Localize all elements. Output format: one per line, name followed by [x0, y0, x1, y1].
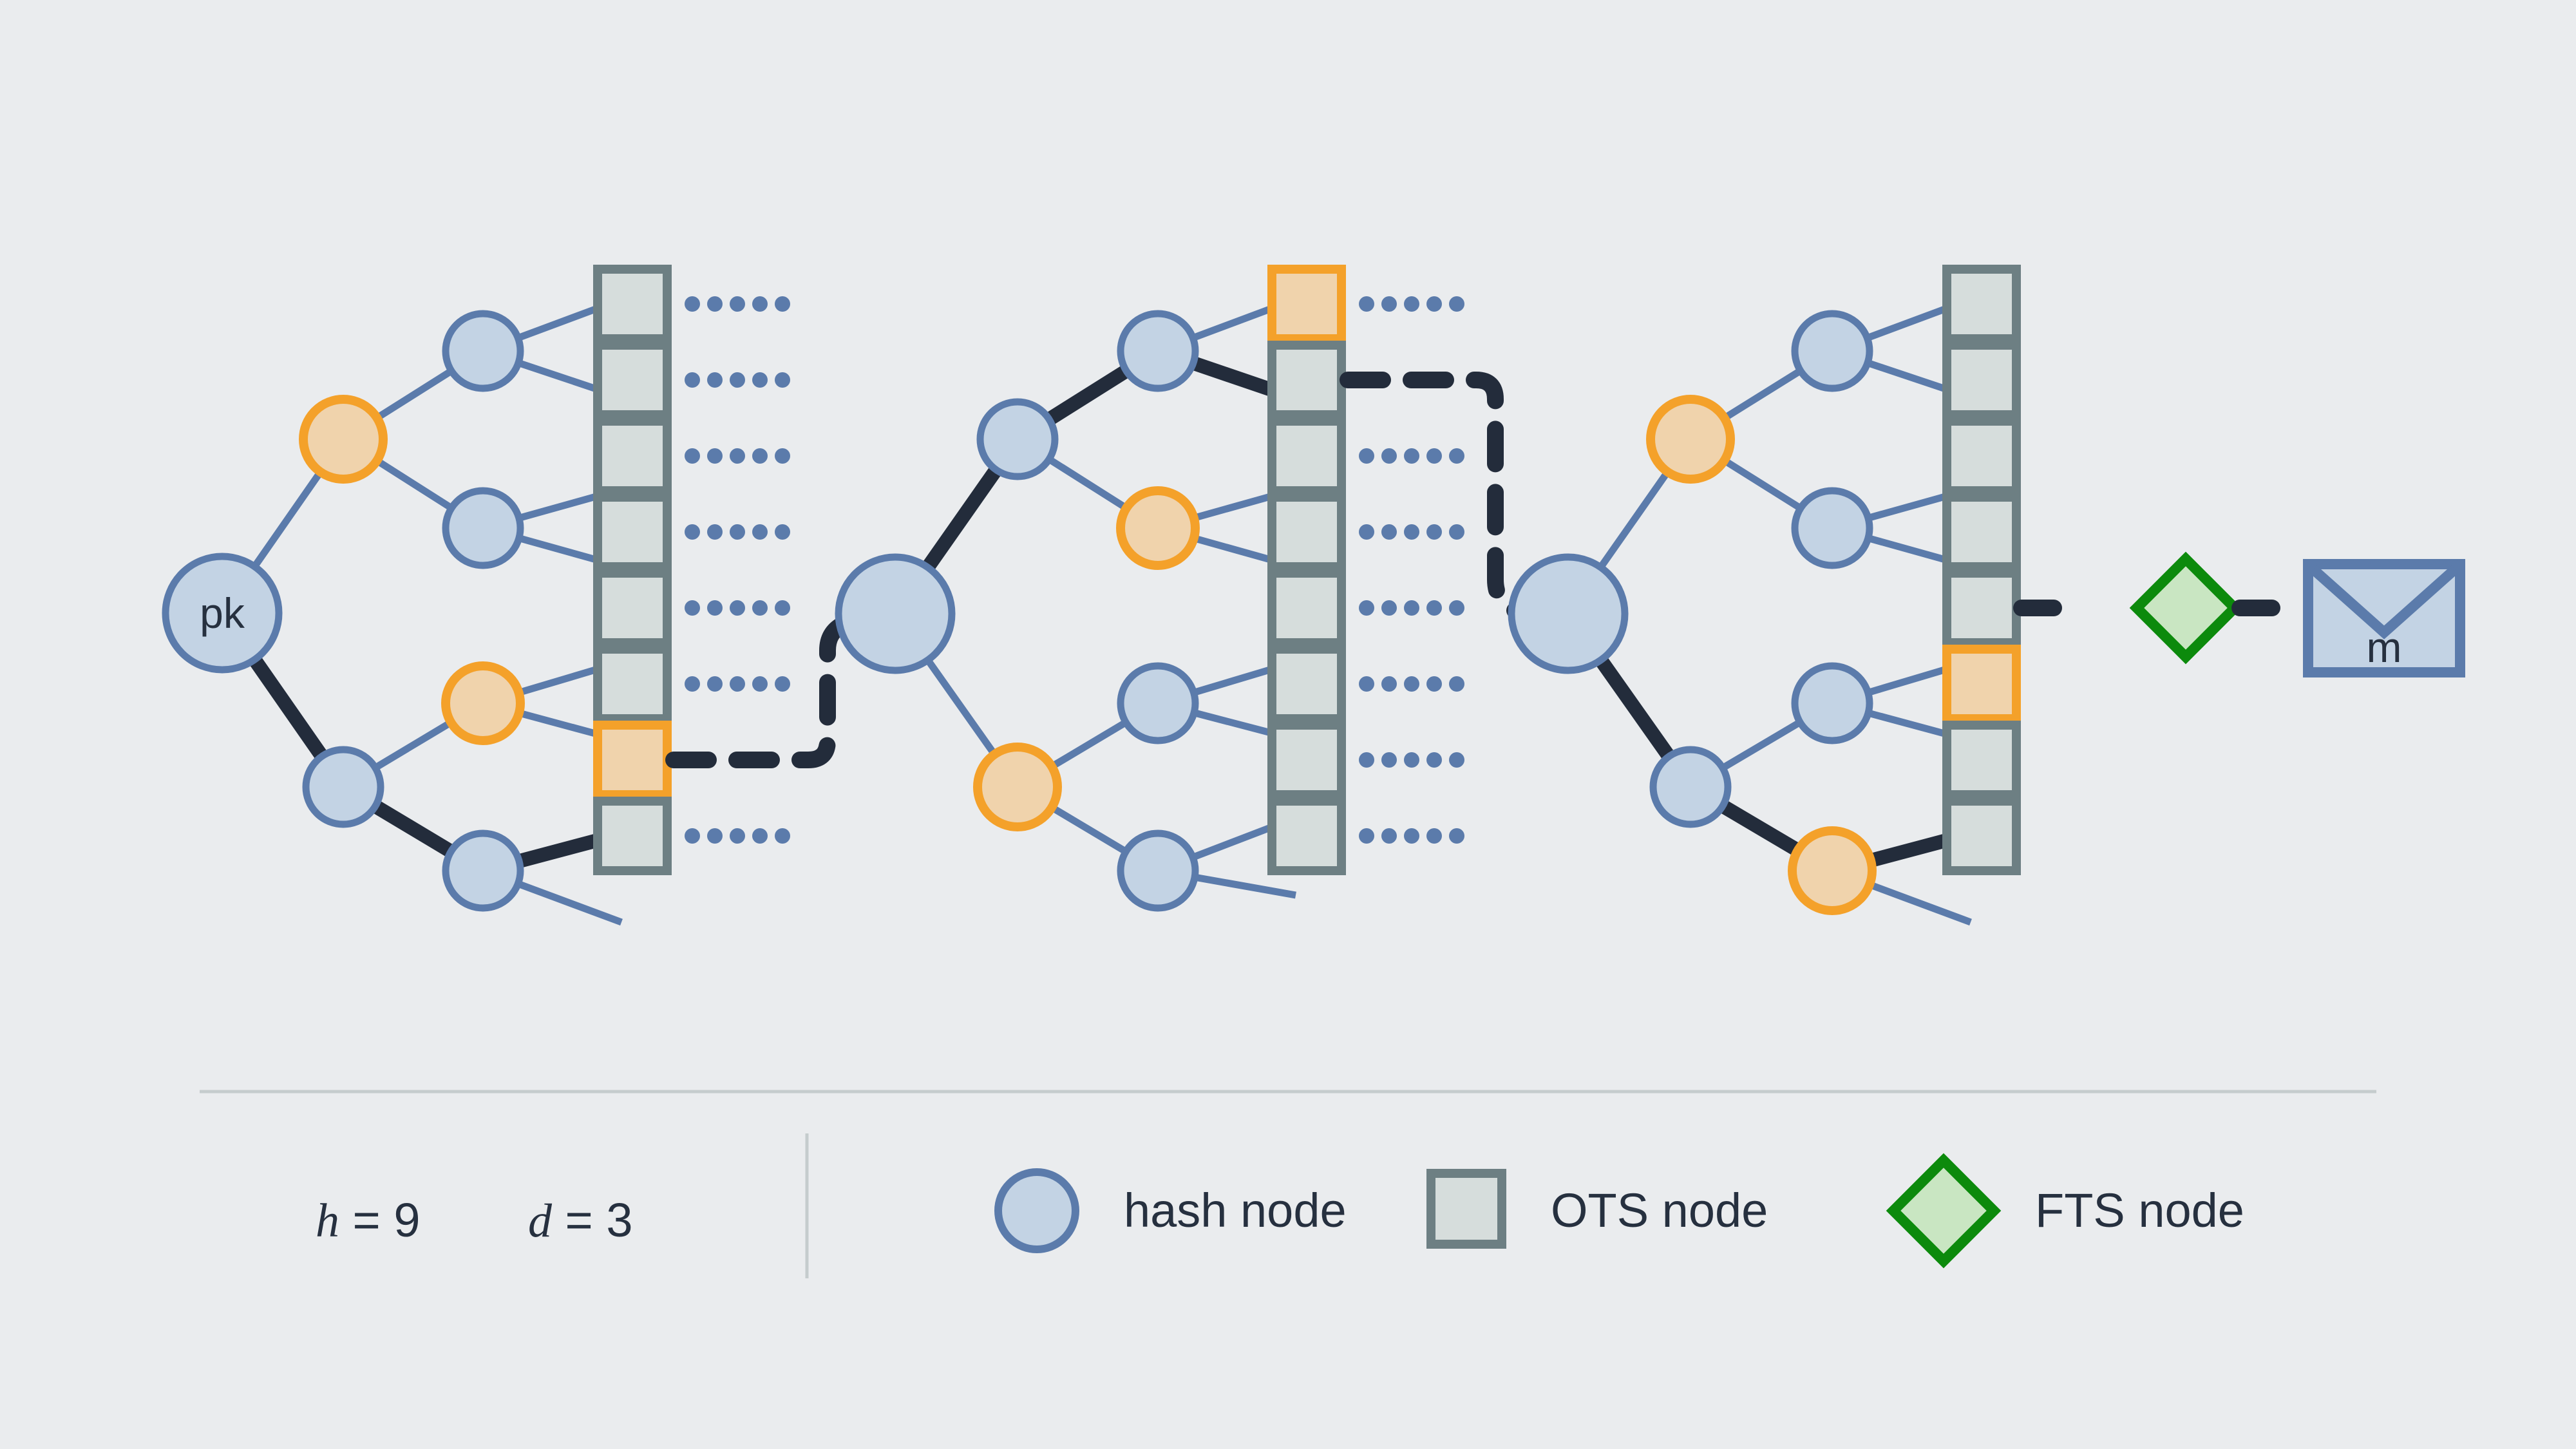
hash-node[interactable] [976, 398, 1059, 480]
ots-node[interactable] [1267, 341, 1346, 419]
hash-node[interactable] [442, 487, 524, 569]
ots-node[interactable] [1942, 493, 2021, 571]
ots-node[interactable] [593, 645, 672, 723]
tree-3-ots-column [1942, 265, 2021, 875]
ots-node[interactable] [593, 341, 672, 419]
legend-item-ots-node: OTS node [1426, 1169, 1768, 1249]
ellipsis-dots [685, 676, 790, 692]
ellipsis-dots [685, 828, 790, 844]
ots-node[interactable] [593, 493, 672, 571]
hash-node-auth[interactable] [441, 661, 525, 745]
param-h-eq: = [339, 1193, 393, 1247]
ots-node[interactable] [1942, 417, 2021, 495]
ots-node[interactable] [1942, 721, 2021, 799]
ellipsis-dots [1359, 296, 1464, 312]
legend-label-fts-node: FTS node [2035, 1184, 2244, 1237]
ots-node[interactable] [1267, 569, 1346, 647]
ots-node[interactable] [1267, 797, 1346, 875]
hash-node[interactable] [302, 746, 384, 828]
hash-node-auth[interactable] [299, 395, 388, 484]
ots-node[interactable] [1267, 645, 1346, 723]
tree-2-ellipses [1359, 296, 1464, 844]
hash-node[interactable] [1117, 310, 1199, 392]
ellipsis-dots [685, 600, 790, 616]
svg-text:d = 3: d = 3 [528, 1193, 633, 1247]
message-label: m [2367, 623, 2402, 671]
subtree-root-node[interactable] [1508, 553, 1629, 674]
legend-item-fts-node: FTS node [1886, 1153, 2244, 1269]
ots-node[interactable] [1942, 265, 2021, 343]
hash-node[interactable] [1791, 662, 1873, 744]
legend-label-ots-node: OTS node [1551, 1184, 1768, 1237]
connector-tree1-tree2 [665, 611, 865, 768]
hash-node-auth[interactable] [1646, 395, 1735, 484]
ots-node[interactable] [593, 569, 672, 647]
hash-node[interactable] [442, 829, 524, 912]
hash-node-auth[interactable] [973, 743, 1062, 831]
legend-param-d: d = 3 [528, 1193, 633, 1247]
hash-node[interactable] [442, 310, 524, 392]
subtree-root-node[interactable] [835, 553, 956, 674]
legend-label-hash-node: hash node [1124, 1184, 1347, 1237]
param-d-eq: = [552, 1193, 606, 1247]
ots-node-selected[interactable] [1267, 265, 1346, 343]
ots-node-to-fts[interactable] [1942, 569, 2021, 647]
param-d-value: 3 [606, 1193, 632, 1247]
ellipsis-dots [685, 524, 790, 540]
hash-node[interactable] [1649, 746, 1732, 828]
ellipsis-dots [685, 372, 790, 388]
message-envelope[interactable]: m [2303, 559, 2465, 677]
fts-node[interactable] [2129, 551, 2242, 665]
ellipsis-dots [685, 296, 790, 312]
ots-node[interactable] [593, 265, 672, 343]
legend-param-h: h = 9 [316, 1193, 421, 1247]
ellipsis-dots [1359, 448, 1464, 464]
ots-node[interactable] [1942, 341, 2021, 419]
hash-node[interactable] [1791, 310, 1873, 392]
hash-node-auth[interactable] [1788, 826, 1877, 915]
hash-node[interactable] [1117, 829, 1199, 912]
ots-node[interactable] [593, 417, 672, 495]
ots-node[interactable] [1267, 417, 1346, 495]
tree-1: pk [162, 265, 790, 926]
circle-icon [994, 1168, 1079, 1253]
tree-3 [1508, 265, 2021, 926]
diamond-icon [1886, 1153, 2002, 1269]
tree-2-ots-column [1267, 265, 1346, 875]
ellipsis-dots [1359, 676, 1464, 692]
connector-tree2-tree3 [1340, 372, 1536, 625]
ots-node[interactable] [1942, 797, 2021, 875]
ellipsis-dots [1359, 828, 1464, 844]
ots-node[interactable] [1267, 721, 1346, 799]
ellipsis-dots [1359, 752, 1464, 768]
param-h-value: 9 [393, 1193, 420, 1247]
param-d-symbol: d [528, 1195, 553, 1247]
public-key-node[interactable] [162, 553, 283, 674]
tree-1-ots-column [593, 265, 672, 875]
tree-1-ellipses [685, 296, 790, 844]
hash-node[interactable] [1117, 662, 1199, 744]
ots-node-selected[interactable] [593, 721, 672, 799]
square-icon [1426, 1169, 1506, 1249]
ellipsis-dots [1359, 600, 1464, 616]
ellipsis-dots [685, 448, 790, 464]
tree-2 [835, 265, 1464, 912]
hash-node-auth[interactable] [1116, 486, 1200, 570]
envelope-flap-icon [2309, 565, 2459, 639]
public-key-label: pk [200, 589, 245, 637]
ellipsis-dots [1359, 524, 1464, 540]
legend: h = 9 d = 3 hash node OTS node F [316, 1153, 2244, 1269]
param-h-symbol: h [316, 1195, 339, 1247]
hash-node[interactable] [1791, 487, 1873, 569]
ots-node-selected[interactable] [1942, 645, 2021, 723]
svg-text:h = 9: h = 9 [316, 1193, 421, 1247]
legend-item-hash-node: hash node [994, 1168, 1347, 1253]
tree-2-signing-path [888, 344, 1303, 621]
ots-node[interactable] [1267, 493, 1346, 571]
ots-node[interactable] [593, 797, 672, 875]
